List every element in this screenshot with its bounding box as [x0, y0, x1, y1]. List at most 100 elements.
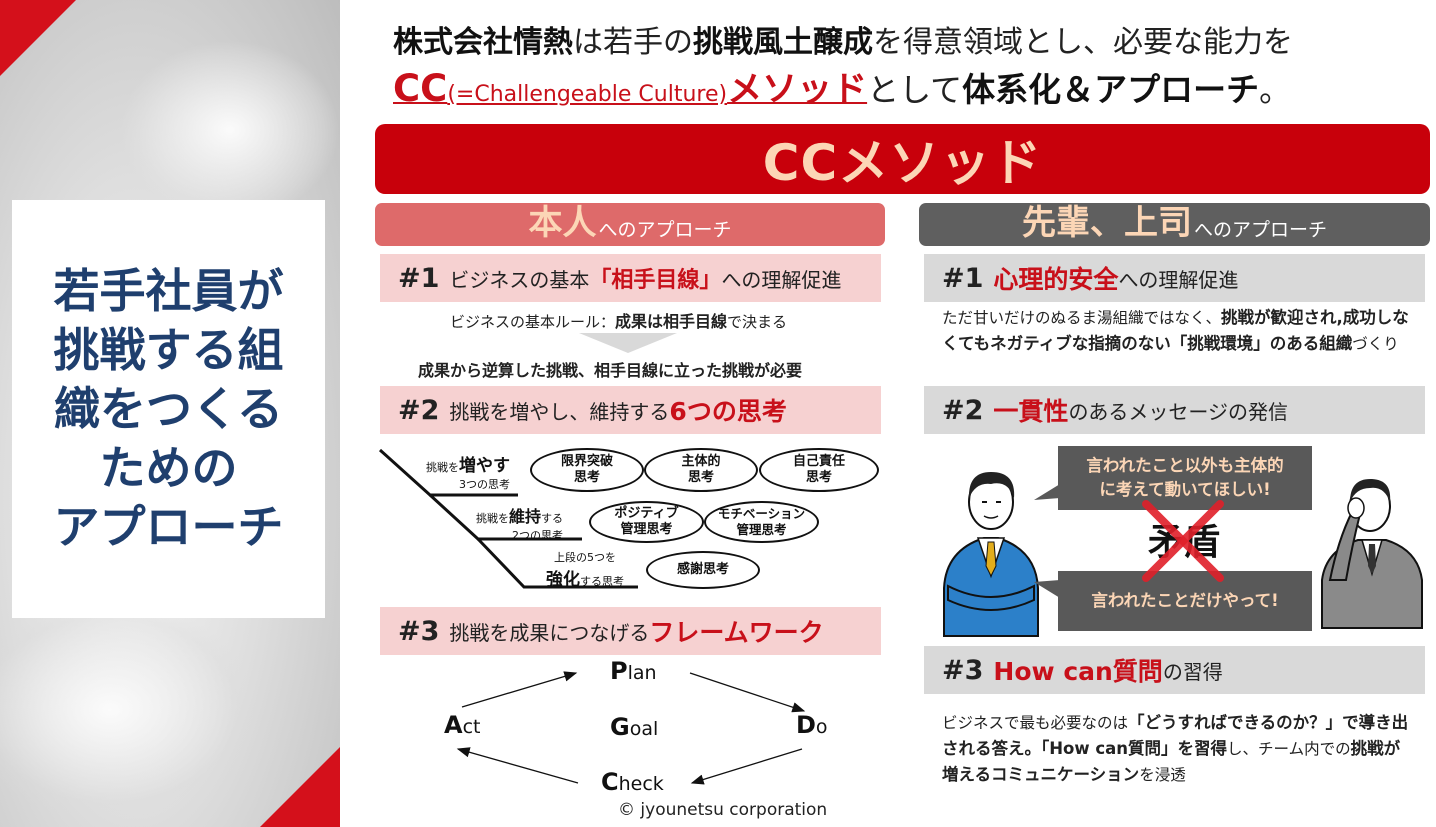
section-number: #2	[398, 394, 440, 426]
title-line: アプローチ	[53, 499, 284, 554]
pdca-rest: heck	[618, 773, 664, 795]
company-name: 株式会社情熱	[393, 25, 573, 60]
stage-count: 3つの思考	[459, 478, 510, 491]
thought-label: 限界突破 思考	[560, 454, 613, 485]
header-bold: 挑戦風土醸成	[693, 25, 873, 60]
section-highlight: How can質問	[993, 657, 1163, 686]
stage-count: 2つの思考	[512, 529, 564, 542]
pdca-cycle: Plan Do Check Act Goal	[380, 655, 880, 800]
header-line-1: 株式会社情熱は若手の挑戦風土醸成を得意領域とし、必要な能力を	[393, 22, 1393, 64]
corner-accent	[0, 0, 76, 76]
section-text: のあるメッセージの発信	[1068, 399, 1289, 424]
banner-title: CCメソッド	[762, 134, 1043, 192]
senior-approach-header: 先輩、上司へのアプローチ	[919, 203, 1430, 246]
header-bold: 体系化＆アプローチ	[962, 70, 1260, 109]
self-approach-header: 本人へのアプローチ	[375, 203, 885, 246]
stage-label: する	[541, 512, 564, 525]
desc-text: し、チーム内での	[1227, 740, 1351, 758]
six-thoughts-diagram: 挑戦を増やす 3つの思考 挑戦を維持する 2つの思考 上段の5つを 強化する思考…	[378, 445, 884, 595]
section-text: 挑戦を成果につなげる	[449, 620, 650, 645]
section-highlight: 6つの思考	[669, 397, 787, 426]
business-rule: ビジネスの基本ルール：成果は相手目線で決まる	[450, 308, 787, 332]
thought-ellipse: 感謝思考	[646, 551, 760, 589]
title-line: 若手社員が	[53, 263, 284, 318]
pdca-check: Check	[601, 768, 664, 796]
pdca-arrows	[456, 671, 806, 785]
thought-label: 主体的 思考	[681, 454, 721, 485]
thought-label: 自己責任 思考	[792, 454, 845, 485]
header-line-2: CC(=Challengeable Culture)メソッドとして体系化＆アプロ…	[393, 64, 1393, 120]
stage-keyword: 増やす	[459, 456, 510, 476]
section-number: #3	[398, 615, 440, 647]
speech-bubble-top: 言われたこと以外も主体的 に考えて動いてほしい!	[1058, 446, 1312, 510]
stage-strengthen: 上段の5つを 強化する思考	[546, 549, 624, 590]
pdca-initial: D	[796, 711, 816, 739]
stage-label: 挑戦を	[426, 461, 459, 474]
cc-expansion: (=Challengeable Culture)	[447, 82, 728, 107]
desc-text: を浸透	[1139, 766, 1186, 784]
stage-keyword: 維持	[509, 507, 542, 526]
stage-label: する思考	[580, 575, 624, 588]
bubble-text: 言われたことだけやって!	[1091, 591, 1279, 610]
right-section-2: #2 一貫性のあるメッセージの発信	[924, 386, 1425, 434]
title-line: 挑戦する組	[53, 322, 284, 377]
column-head-small: へのアプローチ	[598, 219, 732, 241]
header: 株式会社情熱は若手の挑戦風土醸成を得意領域とし、必要な能力を CC(=Chall…	[393, 22, 1393, 120]
thought-ellipse: 主体的 思考	[644, 448, 758, 492]
rule-text: で決まる	[727, 313, 788, 331]
section-highlight: 「相手目線」	[589, 268, 722, 293]
cc-method-banner: CCメソッド	[375, 124, 1430, 194]
pdca-rest: oal	[629, 718, 659, 740]
desc-text: ただ甘いだけのぬるま湯組織ではなく、	[942, 309, 1222, 327]
desc-bold: 挑戦が歓迎され,成功しなくてもネガティブな指摘のない「挑戦環境」のある組織	[942, 308, 1409, 353]
thought-ellipse: モチベーション 管理思考	[704, 501, 819, 543]
thought-ellipse: 限界突破 思考	[530, 448, 644, 492]
thought-ellipse: ポジティブ 管理思考	[589, 501, 704, 543]
how-can-desc: ビジネスで最も必要なのは「どうすればできるのか？」で導き出される答え。「How …	[942, 710, 1414, 788]
section-number: #3	[942, 654, 984, 686]
section-text: への理解促進	[1118, 267, 1239, 292]
pdca-goal: Goal	[610, 713, 658, 741]
pdca-initial: A	[444, 711, 463, 739]
stage-count: 上段の5つを	[554, 551, 616, 564]
troubled-employee-icon	[1321, 478, 1423, 629]
header-text: として	[867, 71, 963, 109]
section-number: #2	[942, 394, 984, 426]
left-section-1: #1 ビジネスの基本「相手目線」への理解促進	[380, 254, 881, 302]
section-highlight: フレームワーク	[649, 618, 824, 647]
stage-keyword: 強化	[546, 570, 580, 590]
section-text: 挑戦を増やし、維持する	[449, 399, 670, 424]
cc-label: CC	[393, 67, 448, 110]
pdca-rest: o	[815, 716, 828, 738]
title-line: 織をつくる	[53, 381, 284, 436]
rule-bold: 成果は相手目線	[615, 312, 728, 331]
section-number: #1	[398, 262, 440, 294]
column-head-big: 先輩、上司	[1021, 203, 1192, 243]
stage-maintain: 挑戦を維持する 2つの思考	[476, 503, 563, 543]
title-line: ための	[99, 440, 238, 495]
pdca-act: Act	[444, 711, 480, 739]
stair-lines	[378, 448, 638, 589]
thought-label: モチベーション 管理思考	[717, 506, 806, 537]
header-text: は若手の	[573, 25, 693, 60]
pdca-plan: Plan	[610, 657, 657, 685]
section-text: ビジネスの基本	[449, 267, 590, 292]
pdca-do: Do	[796, 711, 828, 739]
photo-highlight	[0, 600, 260, 820]
copyright: © jyounetsu corporation	[618, 800, 828, 820]
desc-bold: 挑戦が増えるコミュニケーション	[942, 739, 1401, 784]
pdca-initial: G	[610, 713, 630, 741]
title-card: 若手社員が 挑戦する組 織をつくる ための アプローチ	[12, 200, 325, 618]
header-text: 。	[1259, 71, 1292, 109]
psych-safety-desc: ただ甘いだけのぬるま湯組織ではなく、挑戦が歓迎され,成功しなくてもネガティブな指…	[942, 305, 1422, 357]
right-section-1: #1 心理的安全への理解促進	[924, 254, 1425, 302]
contradiction-illustration: 言われたこと以外も主体的 に考えて動いてほしい! 言われたことだけやって! 矛盾	[930, 440, 1430, 640]
corner-accent	[260, 747, 340, 827]
method-label: メソッド	[727, 70, 868, 110]
column-head-big: 本人	[528, 203, 597, 243]
section-highlight: 心理的安全	[993, 265, 1119, 294]
desc-bold: 「どうすればできるのか？」で導き出される答え。「How can質問」を習得	[942, 713, 1409, 758]
section-text: の習得	[1162, 659, 1223, 684]
desc-text: づくり	[1352, 335, 1399, 353]
